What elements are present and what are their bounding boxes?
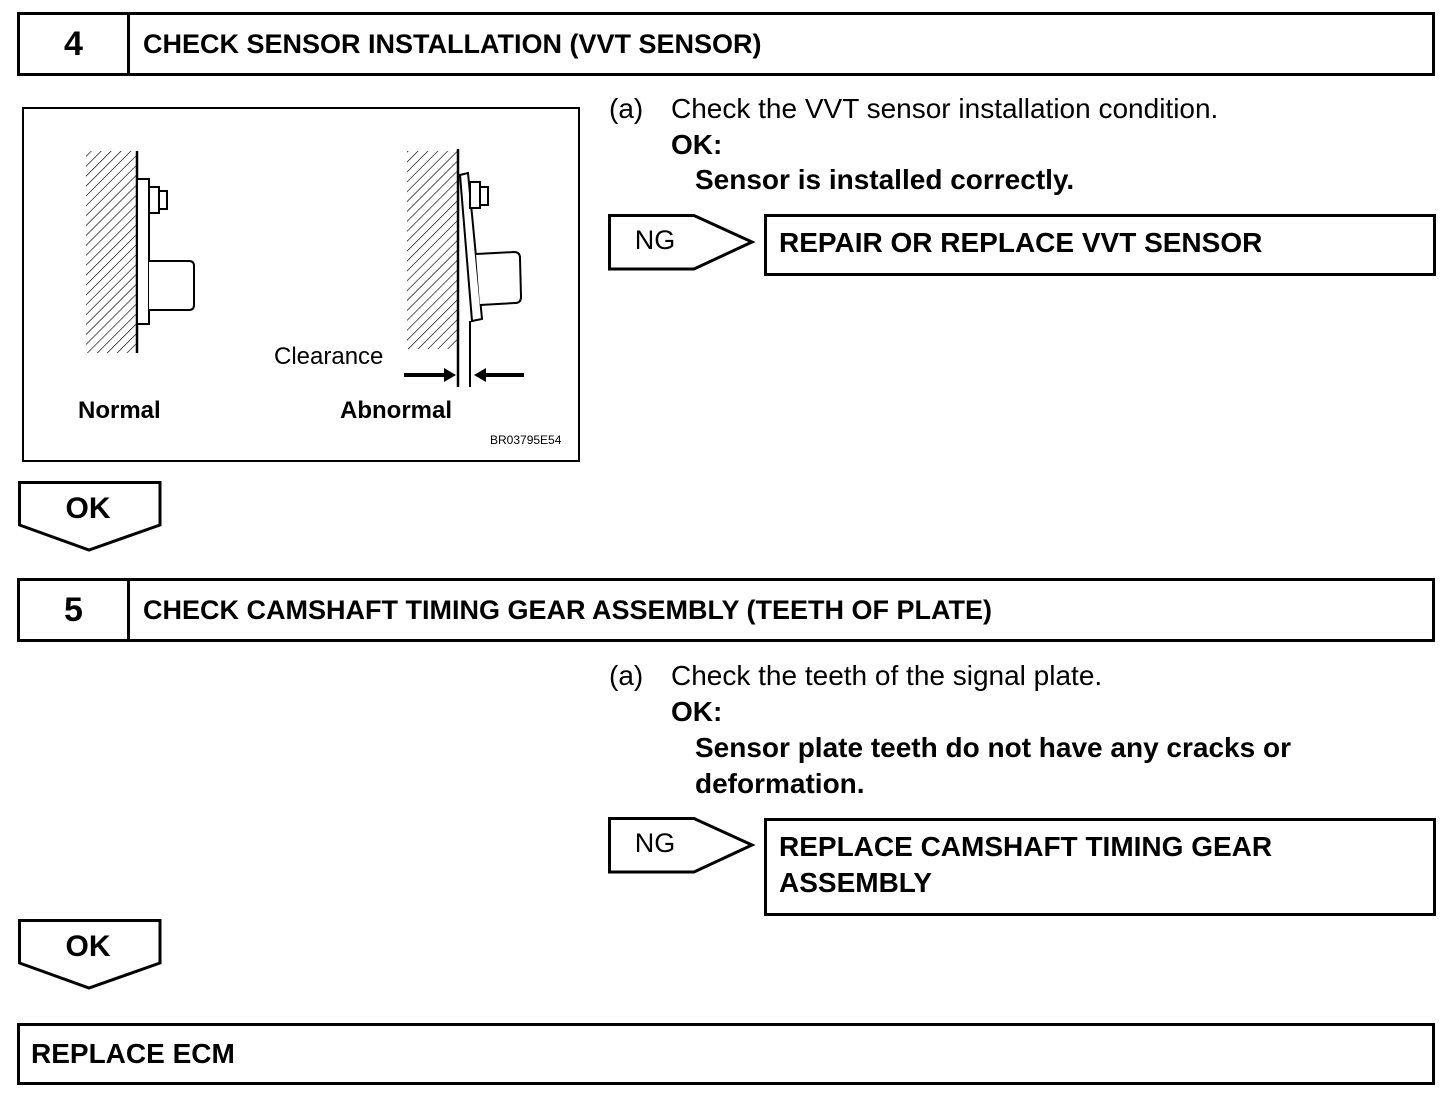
step4-header: 4 CHECK SENSOR INSTALLATION (VVT SENSOR)	[17, 12, 1435, 76]
step4-substep-text: Check the VVT sensor installation condit…	[671, 93, 1219, 124]
clearance-label: Clearance	[274, 343, 384, 370]
normal-bolt-tip	[158, 190, 168, 210]
normal-sensor-flange	[136, 178, 150, 325]
abnormal-bolt-tip	[479, 186, 489, 206]
step5-ok-detail-line2: deformation.	[695, 768, 865, 799]
abnormal-sensor-body	[475, 250, 523, 306]
step4-ok-arrow	[18, 481, 162, 552]
normal-wall-hatch	[86, 151, 136, 353]
step5-ng-action: REPLACE CAMSHAFT TIMING GEAR ASSEMBLY	[764, 818, 1436, 916]
step4-ok-detail: Sensor is installed correctly.	[695, 164, 1075, 195]
normal-sensor-body	[149, 260, 195, 311]
step5-ok-arrow	[18, 919, 162, 990]
step4-ng-action: REPAIR OR REPLACE VVT SENSOR	[764, 214, 1436, 276]
step5-header: 5 CHECK CAMSHAFT TIMING GEAR ASSEMBLY (T…	[17, 578, 1435, 642]
step5-ok-label: OK:	[671, 696, 723, 727]
abnormal-sensor-flange	[458, 171, 484, 323]
clearance-arrow-right-head	[474, 368, 486, 382]
abnormal-label: Abnormal	[340, 397, 453, 424]
step5-ng-action-line1: REPLACE CAMSHAFT TIMING GEAR	[779, 831, 1273, 862]
step5-number: 5	[20, 581, 130, 639]
clearance-arrow-left-head	[444, 368, 456, 382]
final-action-box: REPLACE ECM	[17, 1023, 1435, 1085]
step5-ok-arrow-label: OK	[65, 930, 111, 963]
sensor-diagram	[86, 149, 524, 387]
step4-ok-arrow-label: OK	[65, 492, 111, 525]
final-action-text: REPLACE ECM	[31, 1038, 235, 1069]
step4-substep-label: (a)	[609, 93, 644, 124]
step5-ng-arrow	[608, 817, 756, 874]
step4-ng-label: NG	[634, 225, 676, 255]
abnormal-bolt-head	[469, 181, 481, 209]
step5-ok-detail-line1: Sensor plate teeth do not have any crack…	[695, 732, 1291, 763]
step5-ng-action-line2: ASSEMBLY	[779, 867, 933, 898]
step4-number: 4	[20, 15, 130, 73]
abnormal-wall-hatch	[407, 151, 457, 349]
step4-ng-arrow	[608, 214, 756, 271]
step4-ng-action-text: REPAIR OR REPLACE VVT SENSOR	[779, 227, 1263, 258]
sensor-installation-figure: Clearance Normal Abnormal BR03795E54	[22, 107, 580, 462]
step5-substep-text: Check the teeth of the signal plate.	[671, 660, 1103, 691]
step5-title: CHECK CAMSHAFT TIMING GEAR ASSEMBLY (TEE…	[143, 594, 993, 625]
step4-ok-label: OK:	[671, 129, 723, 160]
normal-bolt-head	[148, 186, 160, 214]
figure-code: BR03795E54	[490, 433, 562, 447]
step5-substep-label: (a)	[609, 660, 644, 691]
normal-label: Normal	[78, 397, 161, 424]
step5-ng-label: NG	[634, 828, 676, 858]
step4-title: CHECK SENSOR INSTALLATION (VVT SENSOR)	[143, 28, 762, 59]
